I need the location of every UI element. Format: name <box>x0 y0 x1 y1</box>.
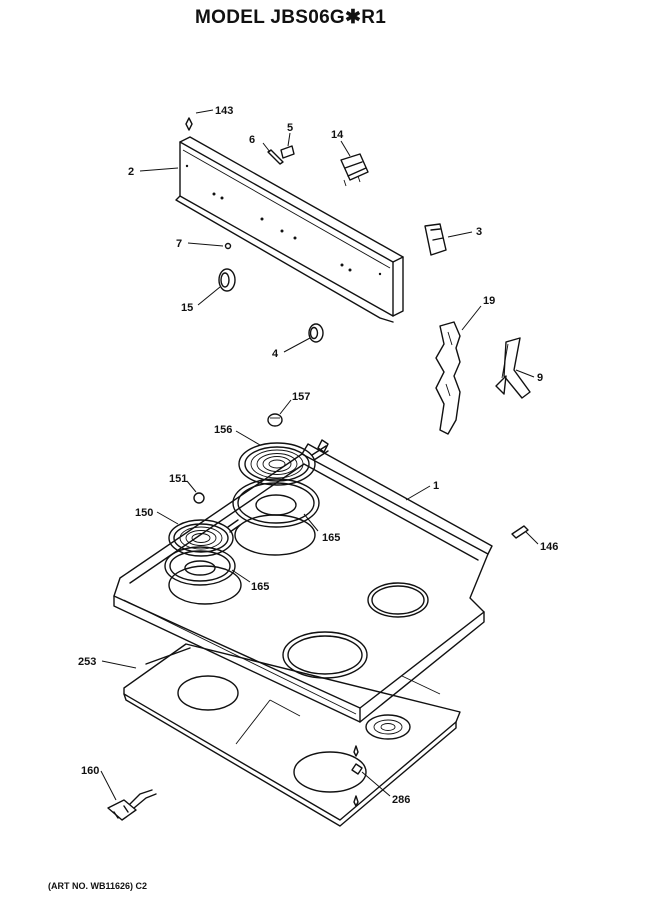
knob-15 <box>218 268 236 292</box>
callout-1: 1 <box>433 480 439 492</box>
callout-3: 3 <box>476 226 482 238</box>
drip-pan-165-lower <box>164 546 236 586</box>
callout-7: 7 <box>176 238 182 250</box>
terminal-block-160 <box>107 789 157 821</box>
large-coil-burner-156 <box>238 439 329 486</box>
screw-7 <box>224 242 232 250</box>
callout-286: 286 <box>392 794 410 806</box>
callout-6: 6 <box>249 134 255 146</box>
callout-2: 2 <box>128 166 134 178</box>
callout-157: 157 <box>292 391 310 403</box>
callout-165-lower: 165 <box>251 581 269 593</box>
clip-6 <box>267 149 284 165</box>
callout-146: 146 <box>540 541 558 553</box>
cap-157 <box>267 413 283 427</box>
switch-14 <box>340 153 369 187</box>
callout-19: 19 <box>483 295 495 307</box>
callout-253: 253 <box>78 656 96 668</box>
burner-box-253 <box>123 643 461 827</box>
cap-151 <box>193 492 205 504</box>
small-coil-burner-150 <box>168 519 241 557</box>
bracket-19 <box>435 321 461 435</box>
callout-150: 150 <box>135 507 153 519</box>
callout-5: 5 <box>287 122 293 134</box>
terminal-block-3 <box>424 223 447 256</box>
callout-15: 15 <box>181 302 193 314</box>
drip-pan-165-upper <box>232 478 320 528</box>
callout-160: 160 <box>81 765 99 777</box>
screw-146 <box>511 525 529 539</box>
knob-4 <box>308 323 324 343</box>
diagram-title: MODEL JBS06G✱R1 <box>195 7 387 28</box>
bracket-9 <box>495 337 531 399</box>
callout-156: 156 <box>214 424 232 436</box>
callout-143: 143 <box>215 105 233 117</box>
callout-labels: 143 5 6 14 2 3 7 15 4 19 9 157 156 1 151… <box>78 105 558 806</box>
control-panel-backsplash <box>175 136 404 323</box>
leader-lines <box>100 109 539 801</box>
callout-14: 14 <box>331 129 344 141</box>
callout-9: 9 <box>537 372 543 384</box>
screw-143 <box>185 117 193 131</box>
art-number: (ART NO. WB11626) C2 <box>48 881 148 891</box>
callout-151: 151 <box>169 473 187 485</box>
screws-286 <box>351 745 363 807</box>
callout-165-upper: 165 <box>322 532 340 544</box>
bracket-5 <box>280 145 295 159</box>
callout-4: 4 <box>272 348 279 360</box>
